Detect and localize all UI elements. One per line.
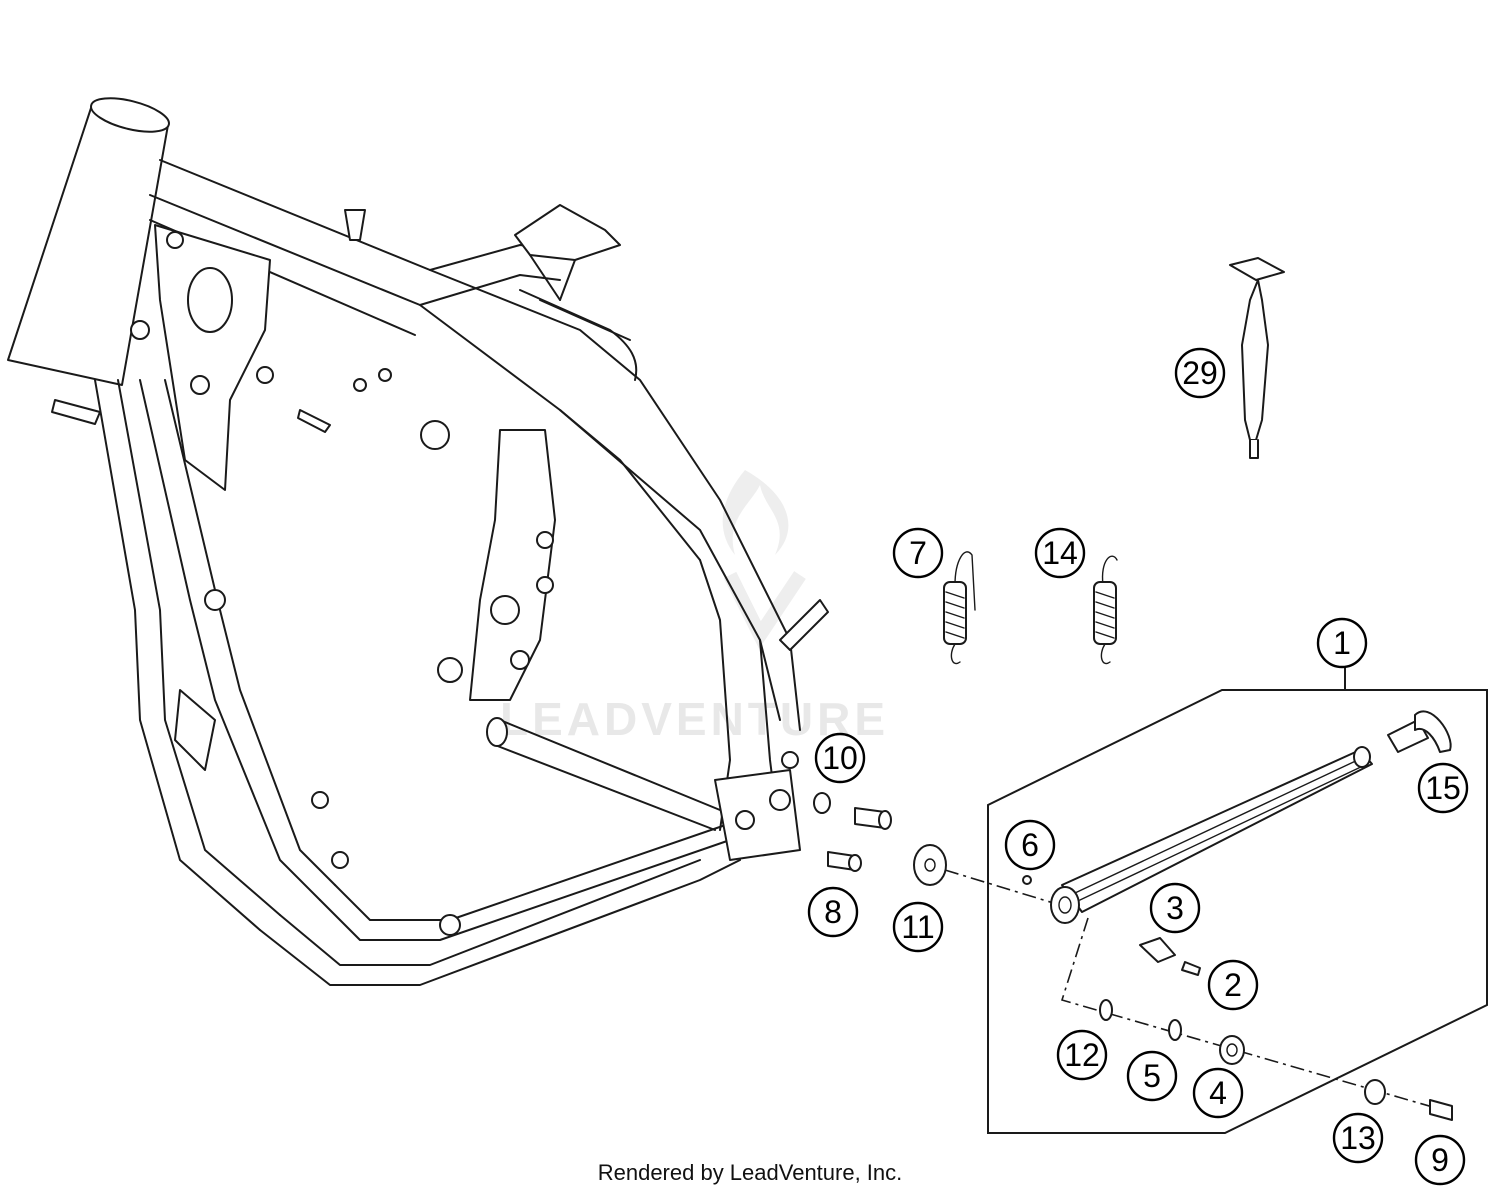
- part-14-spring: [1093, 555, 1118, 665]
- svg-text:29: 29: [1182, 355, 1218, 391]
- callout-29: 29: [1174, 347, 1226, 399]
- callout-2: 2: [1207, 959, 1259, 1011]
- loose-parts: [813, 792, 1061, 906]
- callout-3: 3: [1149, 882, 1201, 934]
- part-4-bushing: [1219, 1035, 1245, 1065]
- svg-text:1: 1: [1333, 625, 1351, 661]
- callout-9: 9: [1414, 1134, 1466, 1186]
- callout-1: 1: [1316, 617, 1368, 669]
- callout-4: 4: [1192, 1067, 1244, 1119]
- svg-text:5: 5: [1143, 1058, 1161, 1094]
- callout-11: 11: [892, 901, 944, 953]
- pivot-assembly: [1060, 917, 1453, 1121]
- watermark: LEADVENTURE: [500, 470, 889, 745]
- footer-credit: Rendered by LeadVenture, Inc.: [597, 1160, 903, 1185]
- svg-text:3: 3: [1166, 890, 1184, 926]
- callout-7: 7: [892, 527, 944, 579]
- part-3-side-stand: [1050, 746, 1373, 924]
- callout-5: 5: [1126, 1050, 1178, 1102]
- callout-12: 12: [1056, 1029, 1108, 1081]
- frame-illustration: [7, 97, 829, 986]
- svg-text:12: 12: [1064, 1037, 1100, 1073]
- kit-box: [987, 665, 1488, 1134]
- callout-8: 8: [807, 886, 859, 938]
- part-11-washer: [913, 844, 947, 886]
- part-12-ring: [1099, 999, 1113, 1021]
- svg-text:9: 9: [1431, 1142, 1449, 1178]
- svg-text:13: 13: [1340, 1120, 1376, 1156]
- svg-text:6: 6: [1021, 827, 1039, 863]
- part-9-bolt: [1429, 1099, 1453, 1121]
- svg-text:2: 2: [1224, 967, 1242, 1003]
- part-10-ring: [813, 792, 831, 814]
- svg-text:8: 8: [824, 894, 842, 930]
- callout-10: 10: [814, 732, 866, 784]
- callout-15: 15: [1417, 762, 1469, 814]
- svg-text:10: 10: [822, 740, 858, 776]
- svg-text:14: 14: [1042, 535, 1078, 571]
- part-15-foot: [1387, 710, 1452, 753]
- svg-text:4: 4: [1209, 1075, 1227, 1111]
- part-5-ring: [1168, 1019, 1182, 1041]
- part-13-bushing: [1364, 1079, 1386, 1105]
- part-29-clip: [1229, 257, 1285, 459]
- part-7-spring: [943, 551, 976, 665]
- callout-13: 13: [1332, 1112, 1384, 1164]
- watermark-text: LEADVENTURE: [500, 693, 889, 745]
- svg-text:15: 15: [1425, 770, 1461, 806]
- svg-text:7: 7: [909, 535, 927, 571]
- svg-text:11: 11: [901, 909, 934, 945]
- callout-14: 14: [1034, 527, 1086, 579]
- part-6-and-2: [1022, 875, 1201, 976]
- callout-6: 6: [1004, 819, 1056, 871]
